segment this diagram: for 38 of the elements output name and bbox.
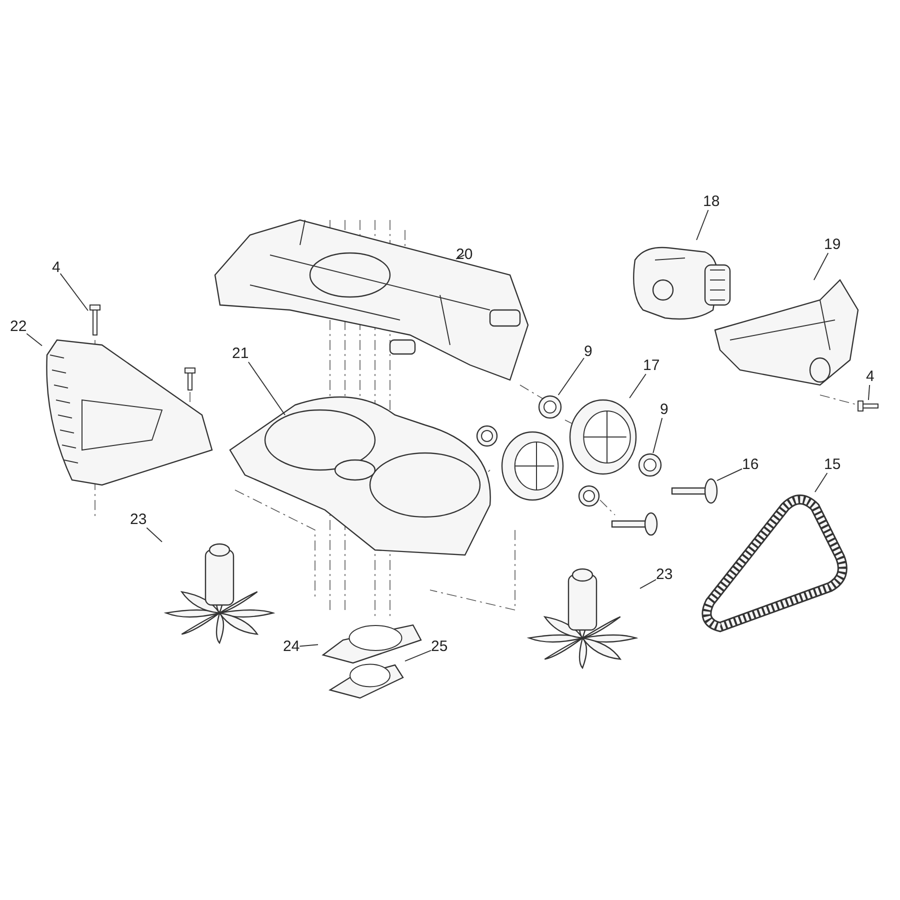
leader-line xyxy=(716,468,742,482)
leader-line xyxy=(26,333,42,346)
wheel-drawing xyxy=(568,398,638,476)
callout-number: 4 xyxy=(866,369,874,385)
callout-number: 17 xyxy=(643,358,660,374)
leader-line xyxy=(60,273,88,312)
leader-line xyxy=(629,374,646,398)
leader-line xyxy=(299,644,318,647)
callout-number: 24 xyxy=(283,639,300,655)
callout-number: 4 xyxy=(52,260,60,276)
leader-line xyxy=(558,358,584,396)
leader-line xyxy=(146,527,162,542)
callout-number: 19 xyxy=(824,237,841,253)
bushing-drawing xyxy=(538,395,562,419)
callout-number: 21 xyxy=(232,346,249,362)
callout-number: 9 xyxy=(584,344,592,360)
screw-drawing xyxy=(88,305,102,335)
leader-line xyxy=(248,362,286,416)
callout-number: 9 xyxy=(660,402,668,418)
pin-drawing xyxy=(672,478,717,504)
callout-number: 23 xyxy=(656,567,673,583)
leader-line xyxy=(456,254,465,260)
leader-line xyxy=(640,579,656,589)
callout-number: 15 xyxy=(824,457,841,473)
callout-number: 25 xyxy=(431,639,448,655)
callout-number: 23 xyxy=(130,512,147,528)
leader-line xyxy=(404,650,432,662)
screw-drawing xyxy=(858,400,878,412)
leader-line xyxy=(696,210,709,240)
callout-number: 22 xyxy=(10,319,27,335)
bushing-drawing xyxy=(638,453,662,477)
leader-line xyxy=(868,384,870,400)
leader-line xyxy=(652,418,663,454)
callout-number: 18 xyxy=(703,194,720,210)
callout-number: 20 xyxy=(456,247,473,263)
leader-line xyxy=(813,252,829,280)
callout-number: 16 xyxy=(742,457,759,473)
leader-line xyxy=(814,472,828,492)
